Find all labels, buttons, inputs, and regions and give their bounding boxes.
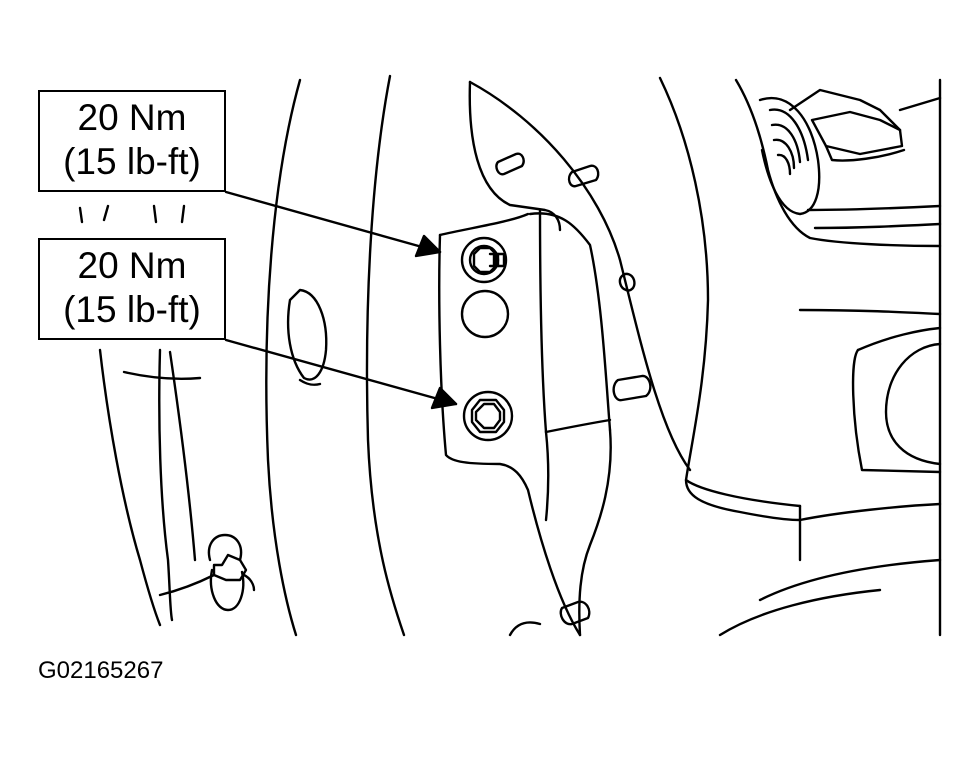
left-pillar-outline xyxy=(78,74,406,637)
door-clip xyxy=(158,533,256,612)
center-panel xyxy=(438,80,692,637)
arrow-to-lower-bolt xyxy=(224,338,458,410)
torque-imperial-label: (15 lb-ft) xyxy=(63,289,201,330)
lower-bolt xyxy=(462,390,514,442)
torque-imperial-label: (15 lb-ft) xyxy=(63,141,201,182)
torque-callout-upper: 20 Nm (15 lb-ft) xyxy=(38,90,226,192)
torque-metric-label: 20 Nm xyxy=(77,245,187,286)
arrow-to-upper-bolt xyxy=(224,190,442,258)
upper-bolt xyxy=(460,236,508,284)
figure-id-label: G02165267 xyxy=(38,657,164,684)
torque-metric-label: 20 Nm xyxy=(77,97,187,138)
dashboard-outline xyxy=(658,76,942,637)
access-hole xyxy=(460,289,510,339)
torque-callout-lower: 20 Nm (15 lb-ft) xyxy=(38,238,226,340)
